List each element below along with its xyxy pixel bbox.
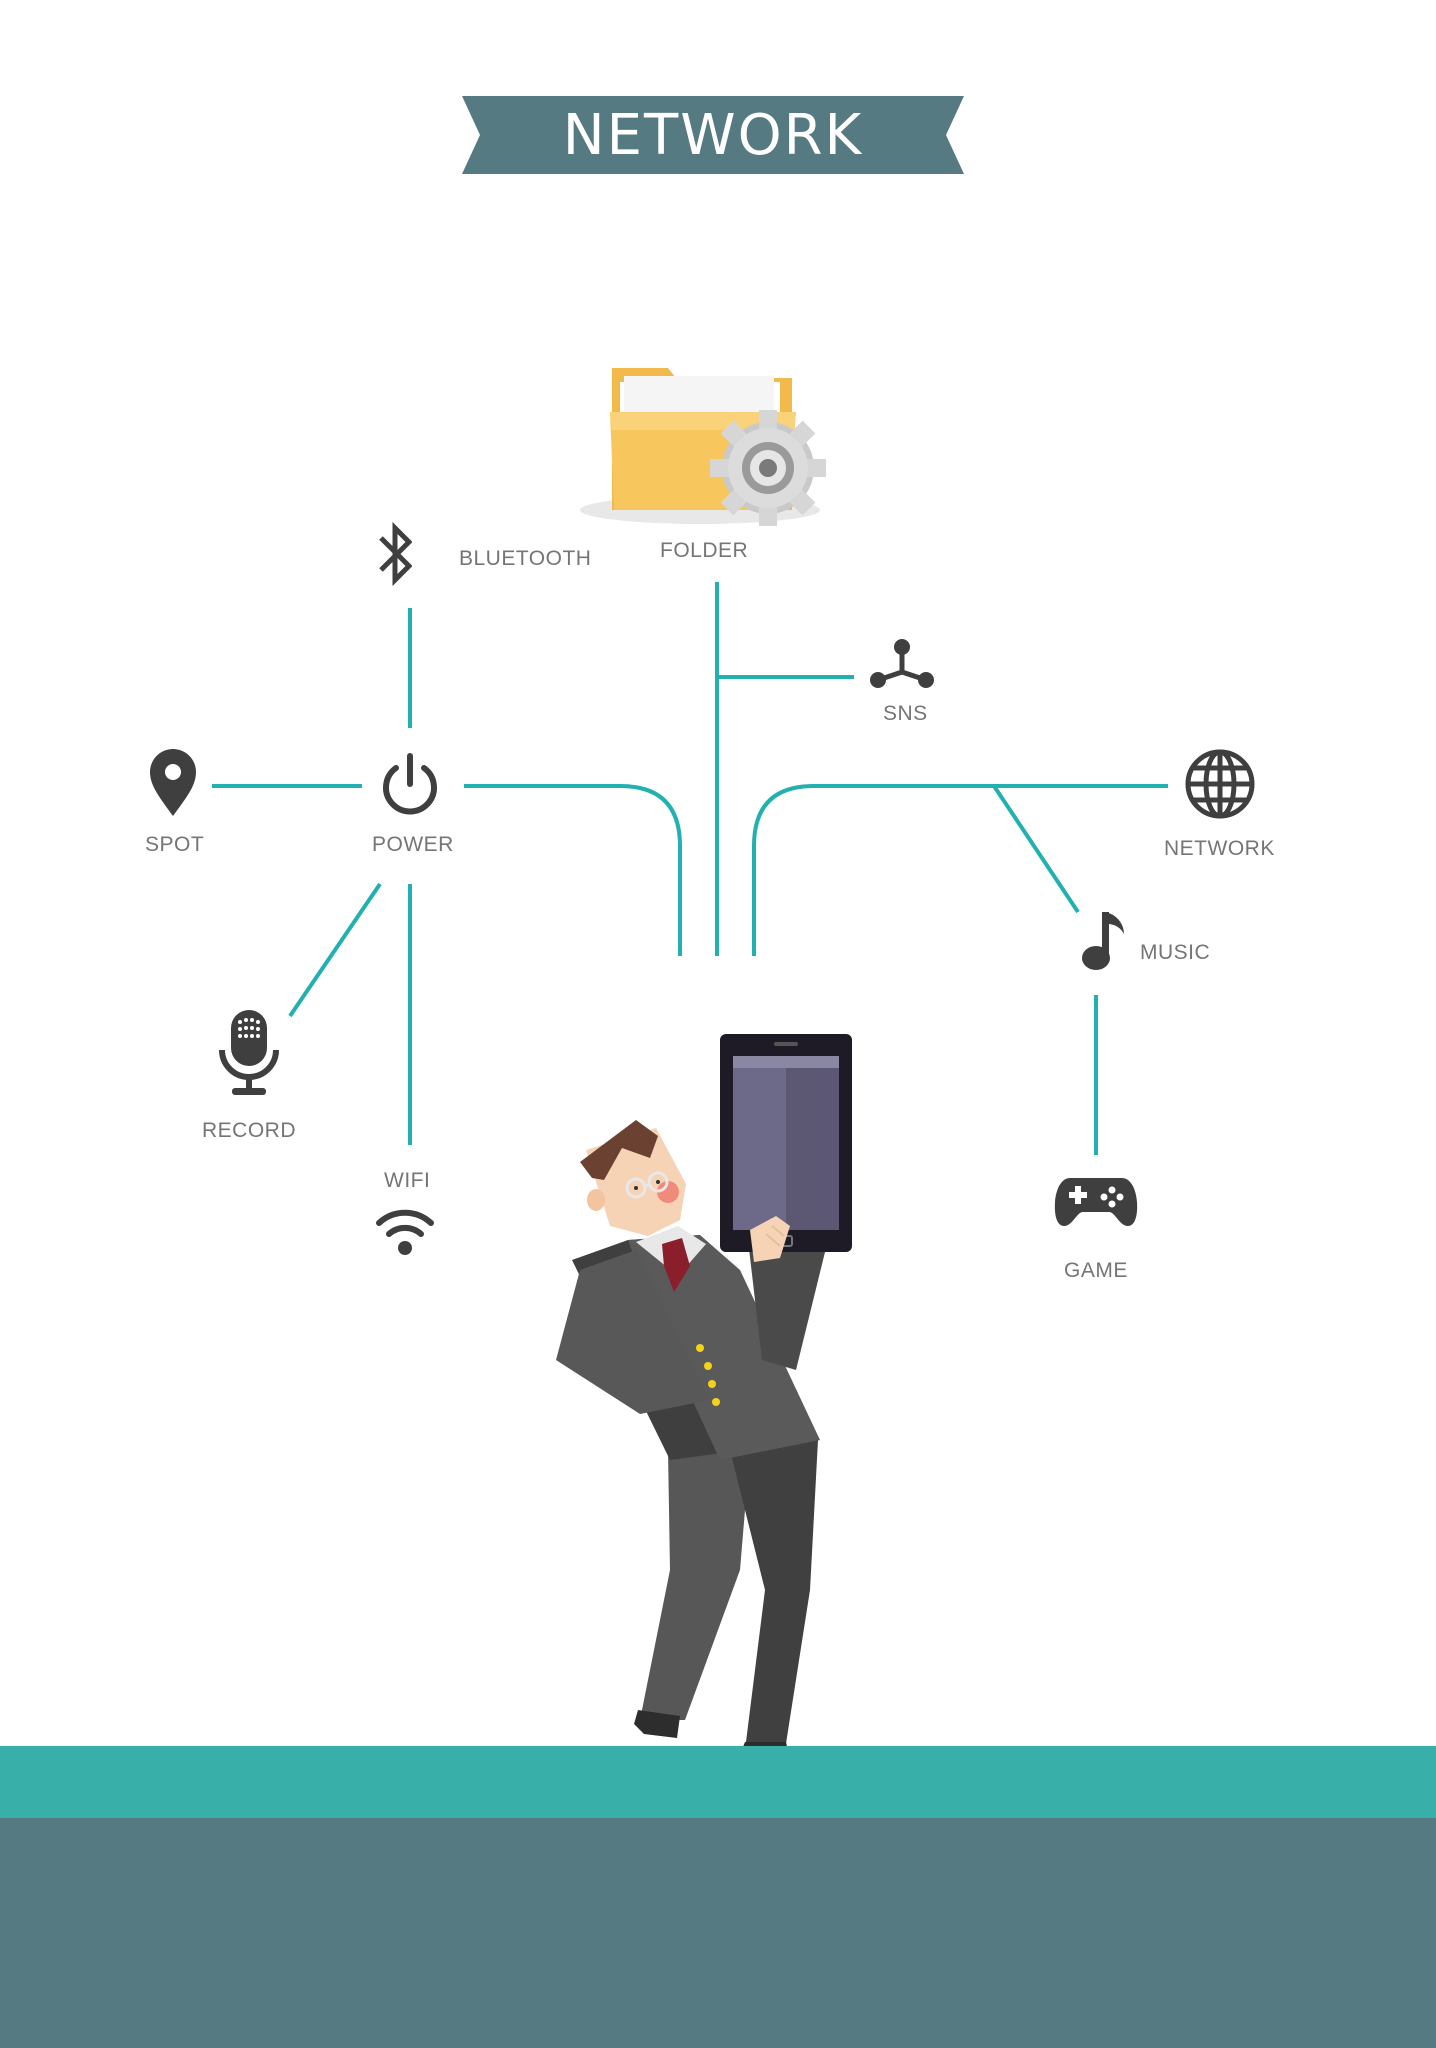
banner-ribbon-shape [462, 96, 964, 174]
title-banner: NETWORK [462, 96, 964, 174]
power-label: POWER [372, 833, 454, 856]
spot-label: SPOT [145, 833, 205, 856]
connector-center-network [752, 784, 1168, 956]
jacket-front [628, 1235, 820, 1460]
sns-share-icon [870, 639, 934, 688]
banner-title: NETWORK [562, 102, 864, 168]
sns-label: SNS [883, 702, 928, 725]
hair [580, 1120, 658, 1180]
tie [662, 1238, 690, 1292]
wifi-label: WIFI [384, 1169, 431, 1192]
globe-icon [1185, 749, 1255, 819]
location-pin-icon [150, 749, 196, 816]
network-label: NETWORK [1164, 837, 1275, 860]
hand [750, 1216, 790, 1262]
bluetooth-icon [379, 522, 412, 586]
bluetooth-label: BLUETOOTH [459, 547, 592, 570]
connector-music [992, 784, 1080, 914]
music-label: MUSIC [1140, 941, 1211, 964]
wifi-icon [376, 1209, 434, 1255]
right-arm [748, 1240, 826, 1370]
businessman-figure [556, 1034, 852, 1760]
left-leg [640, 1450, 750, 1720]
folder-gear-icon [580, 368, 826, 526]
right-leg [730, 1440, 818, 1750]
connector-power-center [464, 784, 682, 956]
left-arm [556, 1250, 710, 1414]
ground-bottom-band [0, 1818, 1436, 2048]
record-label: RECORD [202, 1119, 297, 1142]
power-icon [383, 753, 437, 815]
gamepad-icon [1054, 1178, 1138, 1226]
left-shoe [634, 1710, 680, 1738]
ground-top-band [0, 1746, 1436, 1818]
game-label: GAME [1064, 1259, 1128, 1282]
microphone-icon [219, 1010, 279, 1095]
folder-label: FOLDER [660, 539, 749, 562]
ear [587, 1189, 605, 1211]
connector-power-record [288, 882, 382, 1018]
music-note-icon [1082, 912, 1124, 970]
